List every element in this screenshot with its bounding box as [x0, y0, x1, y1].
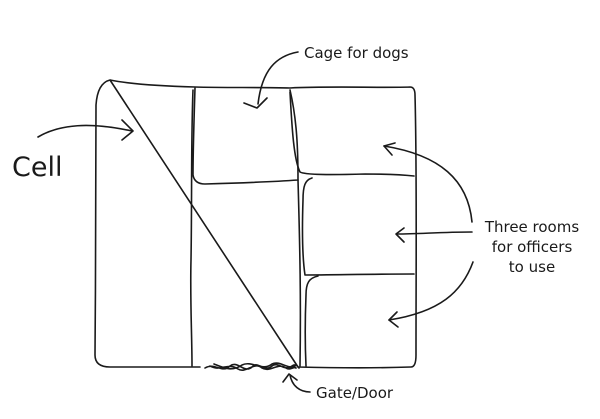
building-outline	[94, 79, 418, 369]
cell-divider-wall	[189, 89, 194, 367]
label-rooms-line3: to use	[509, 258, 555, 276]
label-gate: Gate/Door	[316, 384, 394, 402]
label-rooms-line1: Three rooms	[484, 218, 580, 236]
cage-arrow	[257, 51, 299, 105]
dog-cage-outline	[192, 87, 299, 185]
rooms-arrow-top	[383, 145, 473, 223]
gate-scribble	[204, 362, 300, 371]
rooms-arrow-mid	[396, 231, 473, 235]
room-3-outline	[304, 275, 319, 367]
cage-arrow-head	[243, 97, 268, 109]
gate-arrow	[289, 374, 311, 393]
rooms-arrow-bottom	[388, 261, 474, 321]
label-cell: Cell	[12, 152, 62, 183]
room-2-outline	[301, 177, 415, 276]
room-1-outline	[289, 91, 415, 177]
label-rooms-line2: for officers	[492, 238, 573, 256]
rooms-arrow-top-head	[383, 142, 396, 156]
corridor-wall	[297, 179, 302, 367]
label-cage: Cage for dogs	[304, 44, 409, 62]
rooms-arrow-mid-head	[395, 227, 405, 243]
rooms-arrow-bottom-head	[388, 311, 399, 328]
cell-arrow-head	[121, 119, 134, 141]
cell-arrow	[37, 124, 133, 138]
gate-arrow-head	[282, 373, 298, 383]
